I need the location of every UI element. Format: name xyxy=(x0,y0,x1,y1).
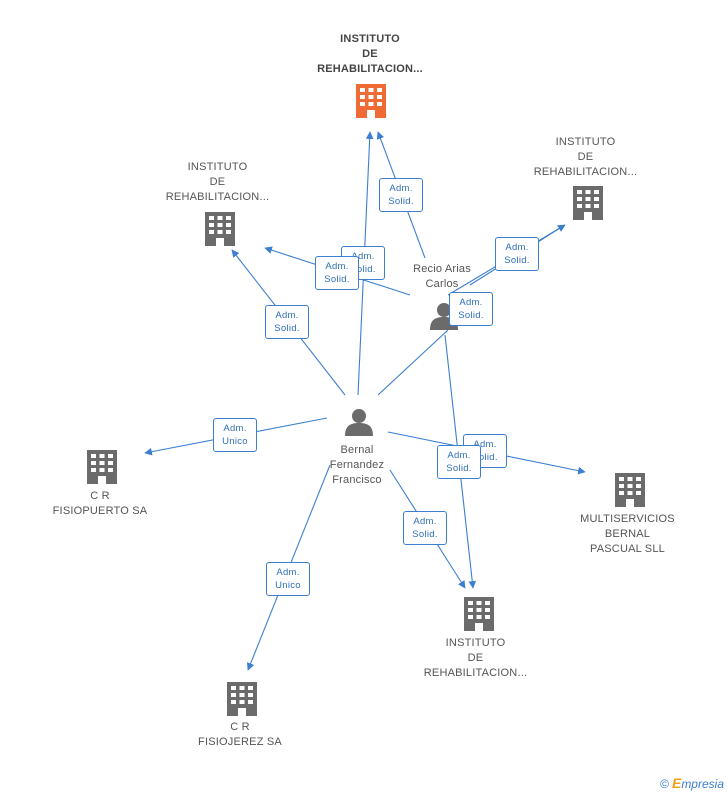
node-label: MULTISERVICIOS BERNAL PASCUAL SLL xyxy=(580,513,675,555)
edge-label-recio-inst-top[interactable]: Adm. Solid. xyxy=(379,178,423,212)
building-icon xyxy=(205,212,235,246)
building-icon xyxy=(573,186,603,220)
node-label: INSTITUTO DE REHABILITACION... xyxy=(165,161,270,203)
building-icon xyxy=(615,473,645,507)
edge-label-bernal-cr-fisiopuerto[interactable]: Adm. Unico xyxy=(213,418,257,452)
node-bernal[interactable]: Bernal Fernandez Francisco xyxy=(312,443,402,488)
edge-label-bernal-inst-bottom-b[interactable]: Adm. Solid. xyxy=(403,511,447,545)
person-icon xyxy=(345,409,373,436)
node-inst-left[interactable]: INSTITUTO DE REHABILITACION... xyxy=(150,160,285,205)
node-inst-top[interactable]: INSTITUTO DE REHABILITACION... xyxy=(300,32,440,77)
edge-label-bernal-inst-bottom-a[interactable]: Adm. Solid. xyxy=(437,445,481,479)
building-icon xyxy=(356,84,386,118)
node-label: INSTITUTO DE REHABILITACION... xyxy=(423,637,528,679)
building-icon xyxy=(464,597,494,631)
brand-name: mpresia xyxy=(681,777,724,791)
node-label: C R FISIOJEREZ SA xyxy=(198,721,282,748)
node-label: Bernal Fernandez Francisco xyxy=(329,444,385,486)
node-label: Recio Arias Carlos xyxy=(413,263,471,290)
edge-label-bernal-cr-fisiojerez[interactable]: Adm. Unico xyxy=(266,562,310,596)
node-label: INSTITUTO DE REHABILITACION... xyxy=(533,136,638,178)
node-label: C R FISIOPUERTO SA xyxy=(52,490,148,517)
edge-bernal-recio xyxy=(377,329,449,396)
node-inst-bottom[interactable]: INSTITUTO DE REHABILITACION... xyxy=(408,636,543,681)
building-icon xyxy=(87,450,117,484)
node-recio[interactable]: Recio Arias Carlos xyxy=(397,262,487,292)
node-inst-right[interactable]: INSTITUTO DE REHABILITACION... xyxy=(518,135,653,180)
edge-label-recio-inst-bottom[interactable]: Adm. Solid. xyxy=(449,292,493,326)
edge-label-recio-inst-left[interactable]: Adm. Solid. xyxy=(315,256,359,290)
node-cr-fisiojerez[interactable]: C R FISIOJEREZ SA xyxy=(180,720,300,750)
brand-initial: E xyxy=(671,775,682,791)
building-icon xyxy=(227,682,257,716)
node-label: INSTITUTO DE REHABILITACION... xyxy=(317,33,423,75)
node-cr-fisiopuerto[interactable]: C R FISIOPUERTO SA xyxy=(40,489,160,519)
node-multiservicios[interactable]: MULTISERVICIOS BERNAL PASCUAL SLL xyxy=(565,512,690,557)
edge-label-recio-inst-right[interactable]: Adm. Solid. xyxy=(495,237,539,271)
copyright-symbol: © xyxy=(660,777,669,791)
edge-label-bernal-inst-left[interactable]: Adm. Solid. xyxy=(265,305,309,339)
brand-logo: ©Empresia xyxy=(660,775,724,791)
